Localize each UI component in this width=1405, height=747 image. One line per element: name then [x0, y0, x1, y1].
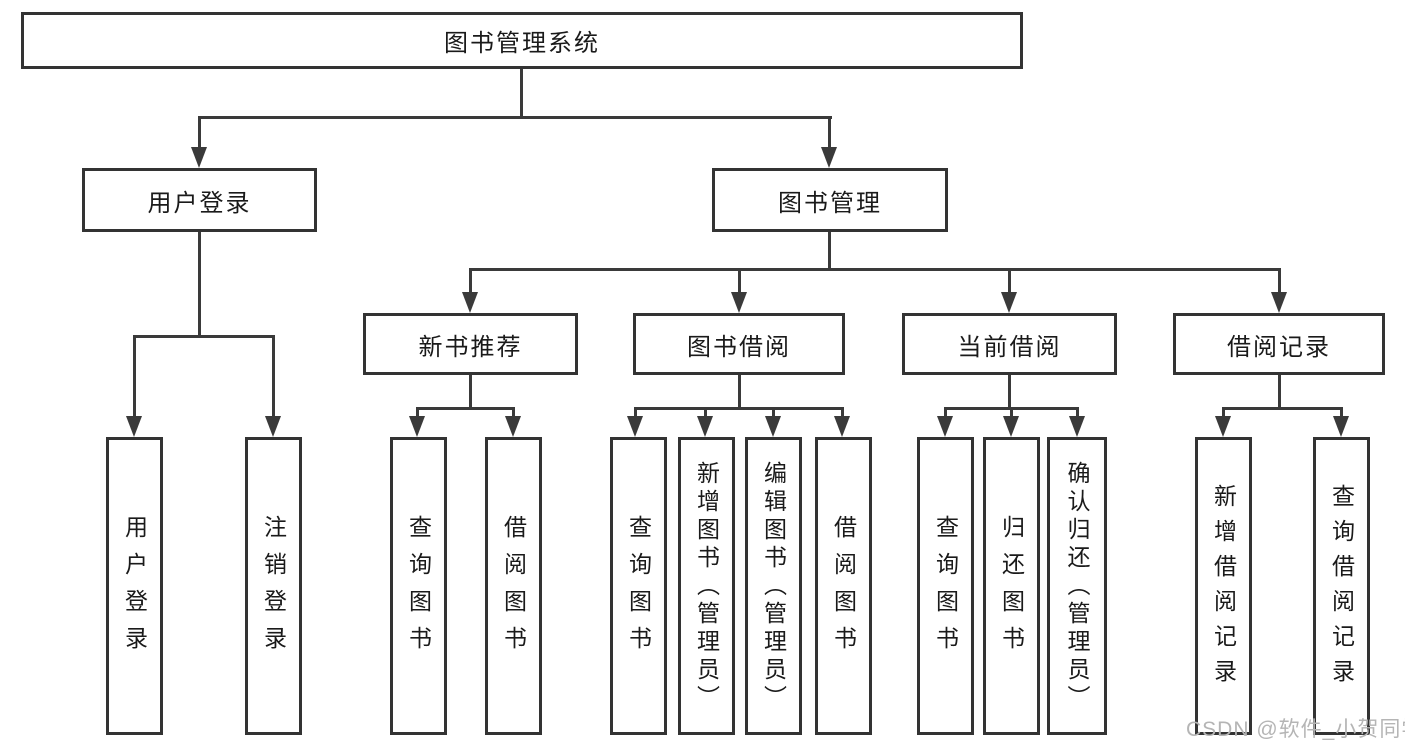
connector-line: [272, 335, 275, 416]
connector-line: [469, 375, 472, 410]
arrowhead-down: [1333, 416, 1349, 437]
connector-line: [416, 407, 515, 410]
leaf-edit-books-admin: 编辑图书（管理员）: [745, 437, 802, 735]
connector-line: [469, 268, 472, 294]
leaf-return-books: 归还图书: [983, 437, 1040, 735]
connector-line: [1008, 375, 1011, 410]
node-book-borrow: 图书借阅: [633, 313, 845, 375]
node-user-login: 用户登录: [82, 168, 317, 232]
connector-line: [512, 407, 515, 416]
connector-line: [1222, 407, 1342, 410]
leaf-user-login: 用户登录: [106, 437, 163, 735]
connector-line: [520, 69, 523, 118]
csdn-watermark: CSDN @软件_小贺同学: [1186, 718, 1405, 741]
arrowhead-down: [1069, 416, 1085, 437]
node-current-borrow: 当前借阅: [902, 313, 1117, 375]
leaf-query-borrow-record: 查询借阅记录: [1313, 437, 1370, 735]
arrowhead-down: [191, 147, 207, 168]
leaf-borrow-books-recommend: 借阅图书: [485, 437, 542, 735]
connector-line: [1008, 268, 1011, 294]
connector-line: [1010, 407, 1013, 416]
leaf-borrow-books: 借阅图书: [815, 437, 872, 735]
leaf-logout: 注销登录: [245, 437, 302, 735]
connector-line: [738, 268, 741, 294]
connector-line: [133, 335, 275, 338]
arrowhead-down: [1271, 292, 1287, 313]
connector-line: [772, 407, 775, 416]
connector-line: [198, 232, 201, 338]
connector-line: [416, 407, 419, 416]
connector-line: [1278, 268, 1281, 294]
arrowhead-down: [697, 416, 713, 437]
connector-line: [634, 407, 637, 416]
arrowhead-down: [409, 416, 425, 437]
node-library-system: 图书管理系统: [21, 12, 1023, 69]
connector-line: [841, 407, 844, 416]
connector-line: [1340, 407, 1343, 416]
leaf-confirm-return-admin: 确认归还（管理员）: [1047, 437, 1107, 735]
connector-line: [469, 268, 1281, 271]
leaf-query-books-recommend: 查询图书: [390, 437, 447, 735]
arrowhead-down: [834, 416, 850, 437]
leaf-add-books-admin: 新增图书（管理员）: [678, 437, 735, 735]
arrowhead-down: [462, 292, 478, 313]
connector-line: [944, 407, 947, 416]
node-book-management: 图书管理: [712, 168, 948, 232]
arrowhead-down: [126, 416, 142, 437]
connector-line: [133, 335, 136, 416]
arrowhead-down: [1003, 416, 1019, 437]
leaf-query-books-borrow: 查询图书: [610, 437, 667, 735]
connector-line: [198, 116, 832, 119]
connector-line: [1076, 407, 1079, 416]
node-borrow-records: 借阅记录: [1173, 313, 1385, 375]
connector-line: [828, 232, 831, 271]
arrowhead-down: [505, 416, 521, 437]
connector-line: [198, 116, 201, 147]
arrowhead-down: [1001, 292, 1017, 313]
arrowhead-down: [731, 292, 747, 313]
leaf-add-borrow-record: 新增借阅记录: [1195, 437, 1252, 735]
arrowhead-down: [627, 416, 643, 437]
connector-line: [704, 407, 707, 416]
arrowhead-down: [765, 416, 781, 437]
arrowhead-down: [265, 416, 281, 437]
arrowhead-down: [1215, 416, 1231, 437]
connector-line: [1278, 375, 1281, 410]
connector-line: [738, 375, 741, 410]
arrowhead-down: [821, 147, 837, 168]
arrowhead-down: [937, 416, 953, 437]
leaf-query-books-current: 查询图书: [917, 437, 974, 735]
connector-line: [634, 407, 844, 410]
node-new-book-recommend: 新书推荐: [363, 313, 578, 375]
connector-line: [828, 116, 831, 147]
connector-line: [1222, 407, 1225, 416]
